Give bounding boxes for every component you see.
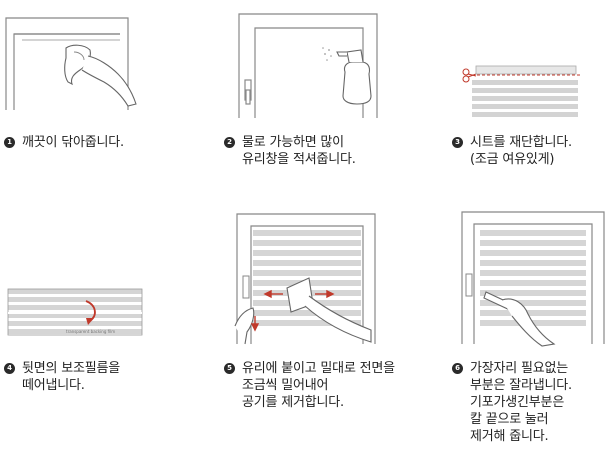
step-3-caption: 3 시트를 재단합니다. (조금 여유있게) xyxy=(452,134,572,168)
step-1-line-1: 깨끗이 닦아줍니다. xyxy=(22,135,124,150)
step-number: 4 xyxy=(4,363,15,374)
step-number: 2 xyxy=(224,137,235,148)
step-4-line-2: 떼어냅니다. xyxy=(22,378,85,393)
step-5-line-2: 조금씩 밀어내어 xyxy=(242,378,329,393)
film-label: transparent backing film xyxy=(66,329,115,334)
step-number: 6 xyxy=(452,363,463,374)
step-1-caption: 1 깨끗이 닦아줍니다. xyxy=(4,134,124,151)
step-number: 1 xyxy=(4,137,15,148)
spray-bottle-icon xyxy=(238,13,378,118)
step-5-line-1: 유리에 붙이고 밀대로 전면을 xyxy=(242,361,395,376)
step-4-line-1: 뒷면의 보조필름을 xyxy=(22,361,121,376)
step-number: 5 xyxy=(224,363,235,374)
step-2-line-2: 유리창을 적셔줍니다. xyxy=(242,152,356,167)
step-3-line-2: (조금 여유있게) xyxy=(470,152,555,167)
step-5-line-3: 공기를 제거합니다. xyxy=(242,395,344,410)
step-2-caption: 2 물로 가능하면 많이 유리창을 적셔줍니다. xyxy=(224,134,356,168)
step-6-caption: 6 가장자리 필요없는 부분은 잘라냅니다. 기포가생긴부분은 칼 끝으로 눌러… xyxy=(452,360,572,445)
step-2-line-1: 물로 가능하면 많이 xyxy=(242,135,344,150)
step-6-line-2: 부분은 잘라냅니다. xyxy=(470,378,572,393)
step-5-caption: 5 유리에 붙이고 밀대로 전면을 조금씩 밀어내어 공기를 제거합니다. xyxy=(224,360,395,411)
step-6-line-1: 가장자리 필요없는 xyxy=(470,361,569,376)
squeegee-hand-icon xyxy=(234,213,376,345)
scissors-icon xyxy=(462,65,580,117)
step-6-line-5: 제거해 줍니다. xyxy=(470,429,549,444)
step-6-line-3: 기포가생긴부분은 xyxy=(470,395,565,410)
hand-wiping-icon xyxy=(5,17,137,110)
step-6-line-4: 칼 끝으로 눌러 xyxy=(470,412,549,427)
cutter-hand-icon xyxy=(461,211,605,347)
step-4-caption: 4 뒷면의 보조필름을 떼어냅니다. xyxy=(4,360,120,394)
peel-arrow-icon: transparent backing film xyxy=(7,288,143,336)
step-number: 3 xyxy=(452,137,463,148)
step-3-line-1: 시트를 재단합니다. xyxy=(470,135,572,150)
